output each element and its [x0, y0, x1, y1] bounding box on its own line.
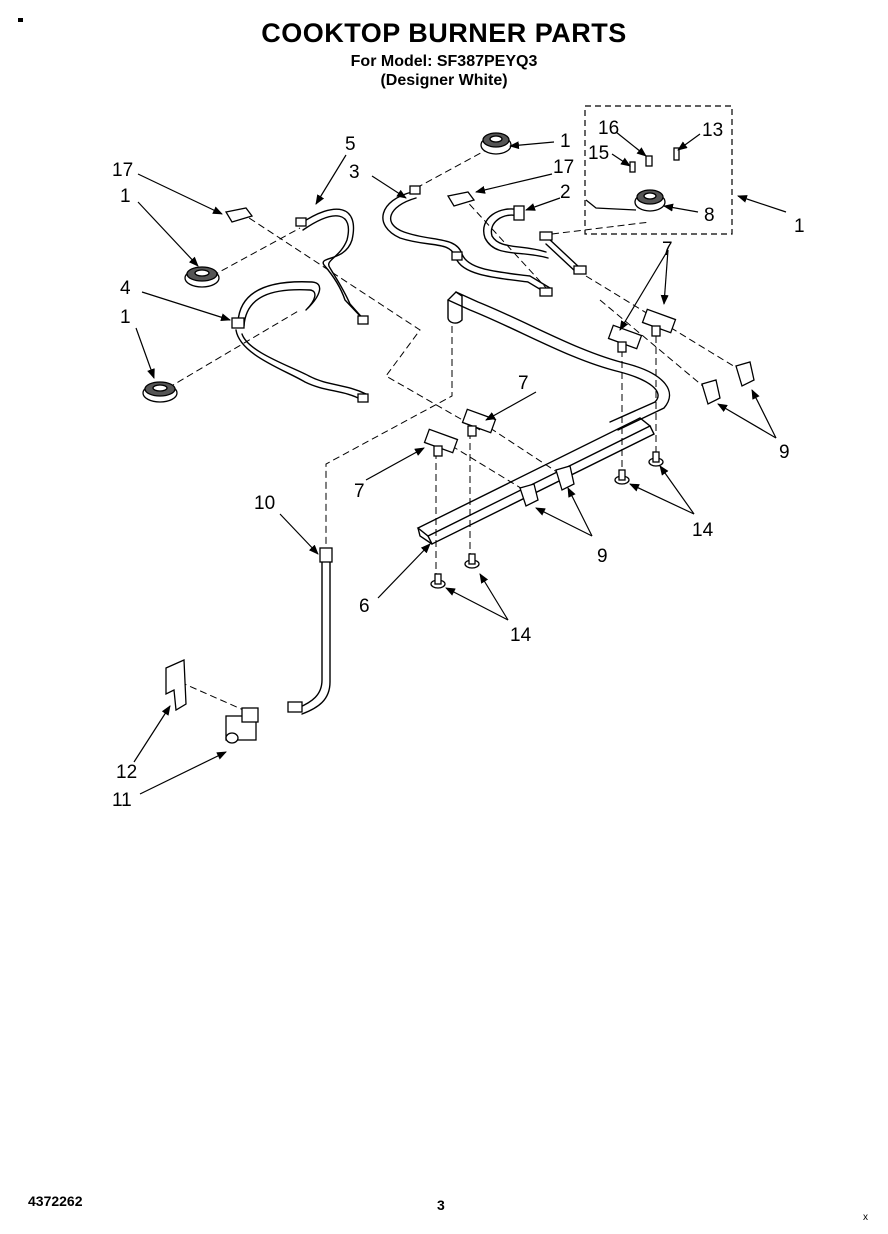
- screw-16-icon: [645, 155, 653, 167]
- manifold-6: [416, 417, 652, 537]
- callout-13: 13: [702, 120, 723, 141]
- gas-tube-4: [237, 281, 321, 323]
- screw-14-icon: [614, 469, 630, 485]
- callout-4: 4: [120, 278, 131, 299]
- regulator-11-icon: [225, 707, 259, 744]
- model-line: For Model: SF387PEYQ3: [350, 53, 538, 70]
- callout-7: 7: [354, 481, 365, 502]
- callout-16: 16: [598, 118, 619, 139]
- callout-9: 9: [597, 546, 608, 567]
- callout-1: 1: [560, 131, 571, 152]
- callout-17: 17: [112, 160, 133, 181]
- callout-1: 1: [120, 186, 131, 207]
- valve-7-icon: [423, 428, 459, 457]
- gas-tube-3: [382, 191, 549, 295]
- inset-box: [584, 105, 733, 235]
- valve-7-icon: [461, 408, 497, 437]
- corner-mark-top-left: [18, 18, 23, 22]
- callout-2: 2: [560, 182, 571, 203]
- valve-7-icon: [641, 308, 677, 337]
- callout-14: 14: [692, 520, 714, 541]
- clip-9-icon: [735, 361, 755, 387]
- screw-15-icon: [629, 161, 636, 173]
- bracket-17-icon: [224, 207, 254, 223]
- callout-15: 15: [588, 143, 609, 164]
- callout-3: 3: [349, 162, 360, 183]
- screw-14-icon: [430, 573, 446, 589]
- callout-1: 1: [794, 216, 805, 237]
- callout-6: 6: [359, 596, 370, 617]
- document-number: 4372262: [28, 1193, 83, 1209]
- callout-9: 9: [779, 442, 790, 463]
- corner-mark-bottom-right: x: [863, 1212, 868, 1223]
- page-title: COOKTOP BURNER PARTS: [261, 18, 627, 48]
- clip-9-icon: [701, 379, 721, 405]
- callout-11: 11: [112, 790, 132, 811]
- screw-14-icon: [464, 553, 480, 569]
- page-number: 3: [437, 1197, 445, 1213]
- burner-base-icon: [142, 381, 178, 403]
- burner-base-8-icon: [585, 189, 666, 212]
- burner-base-icon: [184, 266, 220, 288]
- gas-tube-5: [299, 208, 363, 319]
- color-line: (Designer White): [380, 72, 508, 89]
- callout-7: 7: [518, 373, 529, 394]
- callout-17: 17: [553, 157, 574, 178]
- callout-8: 8: [704, 205, 715, 226]
- bracket-17-icon: [446, 191, 476, 207]
- callout-5: 5: [345, 134, 356, 155]
- gas-tube-2: [483, 208, 549, 259]
- callout-14: 14: [510, 625, 532, 646]
- callout-1: 1: [120, 307, 131, 328]
- screw-14-icon: [648, 451, 664, 467]
- bracket-12-icon: [165, 659, 187, 712]
- callout-7: 7: [662, 239, 673, 260]
- clip-9-icon: [519, 483, 539, 507]
- screw-13-icon: [673, 147, 680, 161]
- callout-12: 12: [116, 762, 137, 783]
- burner-base-icon: [480, 132, 512, 155]
- clip-9-icon: [555, 465, 575, 491]
- callout-10: 10: [254, 493, 275, 514]
- gas-tube-10: [297, 561, 323, 709]
- valve-7-icon: [607, 324, 643, 353]
